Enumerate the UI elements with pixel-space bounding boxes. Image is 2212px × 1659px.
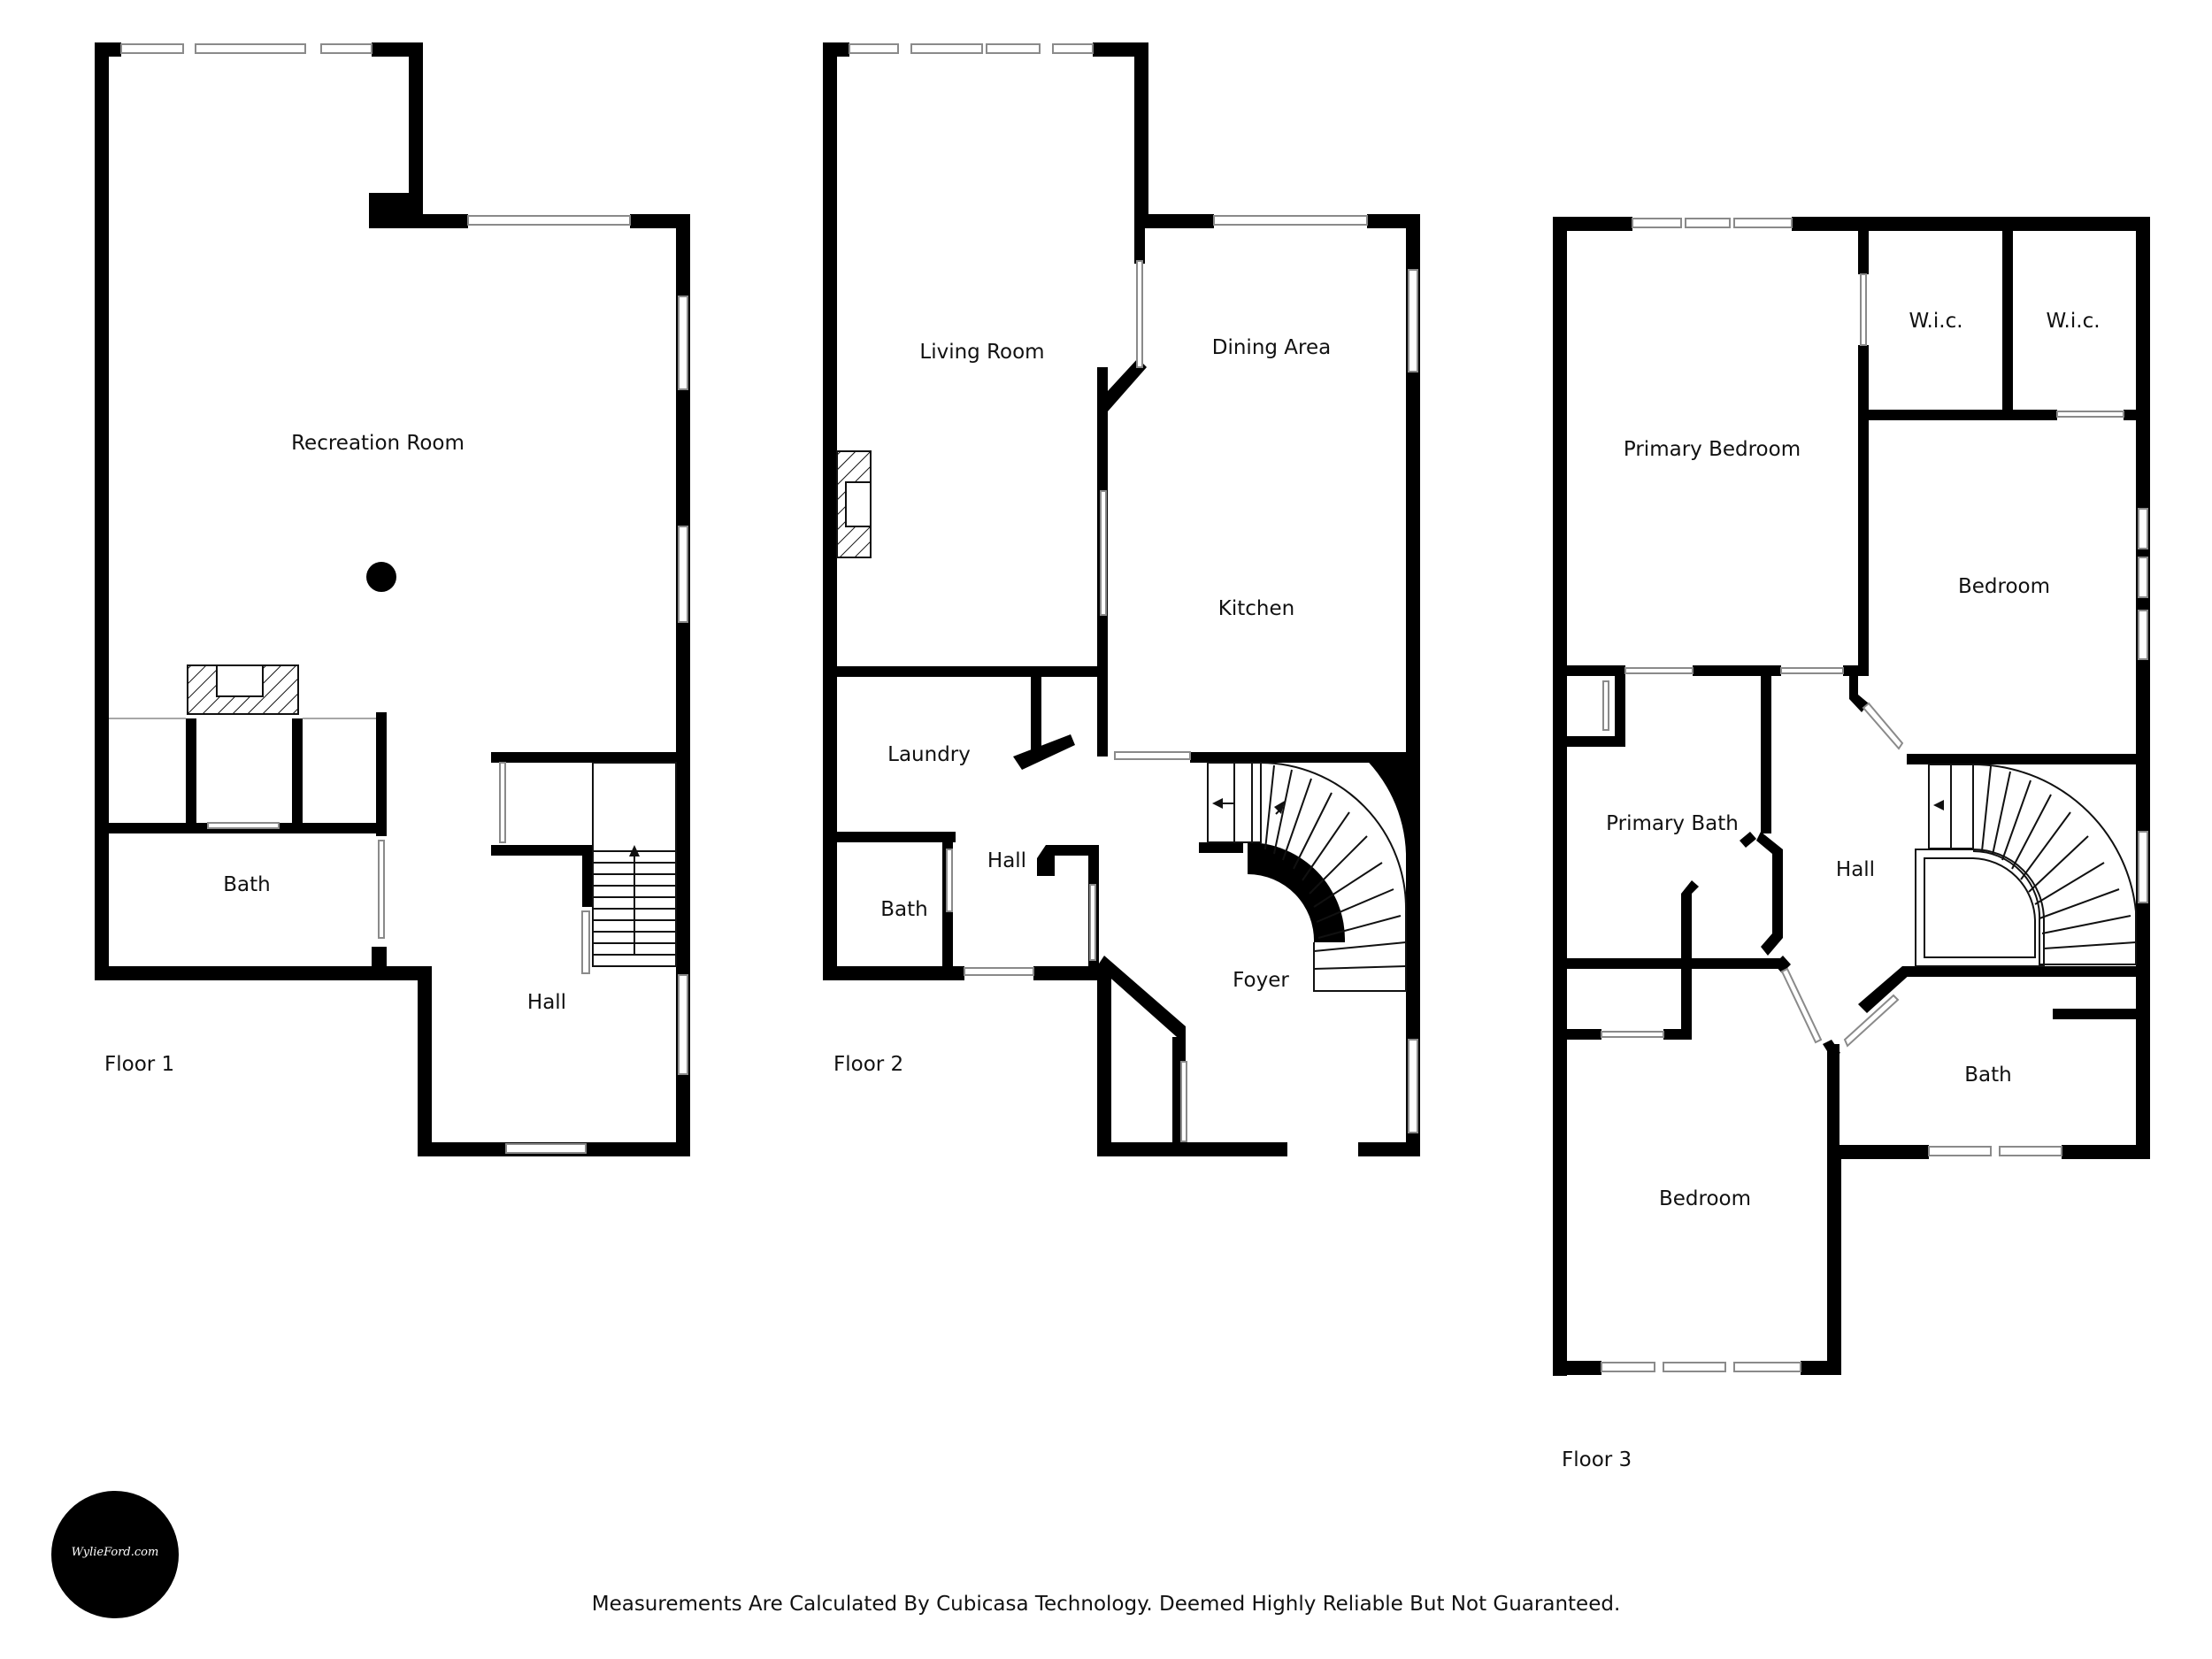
- room-laundry: Laundry: [887, 743, 971, 766]
- floor-3-label: Floor 3: [1562, 1448, 1632, 1471]
- room-hall: Hall: [987, 849, 1026, 872]
- room-living-room: Living Room: [919, 341, 1044, 364]
- room-wic-2: W.i.c.: [2046, 310, 2100, 333]
- floor-1-label: Floor 1: [104, 1053, 174, 1076]
- room-primary-bath: Primary Bath: [1606, 812, 1739, 835]
- room-wic-1: W.i.c.: [1909, 310, 1962, 333]
- room-bedroom-east: Bedroom: [1958, 575, 2050, 598]
- room-bedroom-south: Bedroom: [1659, 1187, 1751, 1210]
- logo-badge: WylieFord.com: [51, 1491, 179, 1618]
- room-hall: Hall: [1836, 858, 1875, 881]
- floor-2-plan: Living Room Dining Area Kitchen Laundry …: [823, 42, 1420, 1156]
- room-recreation-room: Recreation Room: [291, 432, 465, 455]
- floor-1-plan: Recreation Room Bath Hall Floor 1: [95, 42, 690, 1156]
- disclaimer-text: Measurements Are Calculated By Cubicasa …: [591, 1593, 1621, 1616]
- room-kitchen: Kitchen: [1218, 597, 1294, 620]
- logo-text: WylieFord.com: [71, 1546, 159, 1559]
- stairs-icon: [592, 762, 677, 967]
- room-dining-area: Dining Area: [1212, 336, 1332, 359]
- stairs-icon: [1915, 764, 2137, 967]
- room-primary-bedroom: Primary Bedroom: [1624, 438, 1801, 461]
- stairs-icon: [1207, 762, 1408, 992]
- room-bath: Bath: [880, 898, 927, 921]
- column-icon: [366, 562, 396, 592]
- floor-3-plan: W.i.c. W.i.c. Primary Bedroom Bedroom Pr…: [1553, 217, 2150, 1471]
- room-hall: Hall: [527, 991, 566, 1014]
- room-bath: Bath: [1964, 1064, 2011, 1087]
- floor-2-label: Floor 2: [833, 1053, 903, 1076]
- room-bath: Bath: [223, 873, 270, 896]
- room-foyer: Foyer: [1233, 969, 1289, 992]
